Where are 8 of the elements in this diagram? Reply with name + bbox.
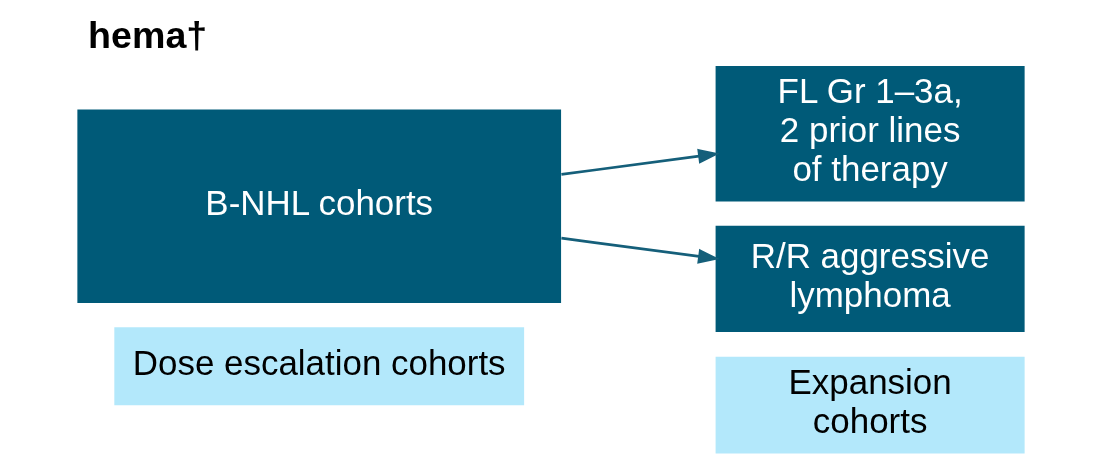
node-box: FL Gr 1–3a, 2 prior lines of therapy: [715, 65, 1025, 202]
diagram-title: hema†: [88, 13, 208, 56]
arrow: [561, 236, 720, 264]
node-box: Expansion cohorts: [715, 356, 1025, 454]
node-box: B-NHL cohorts: [77, 109, 562, 304]
node-box: Dose escalation cohorts: [114, 327, 525, 406]
node-box: R/R aggressive lymphoma: [715, 225, 1025, 332]
arrow: [561, 148, 720, 176]
